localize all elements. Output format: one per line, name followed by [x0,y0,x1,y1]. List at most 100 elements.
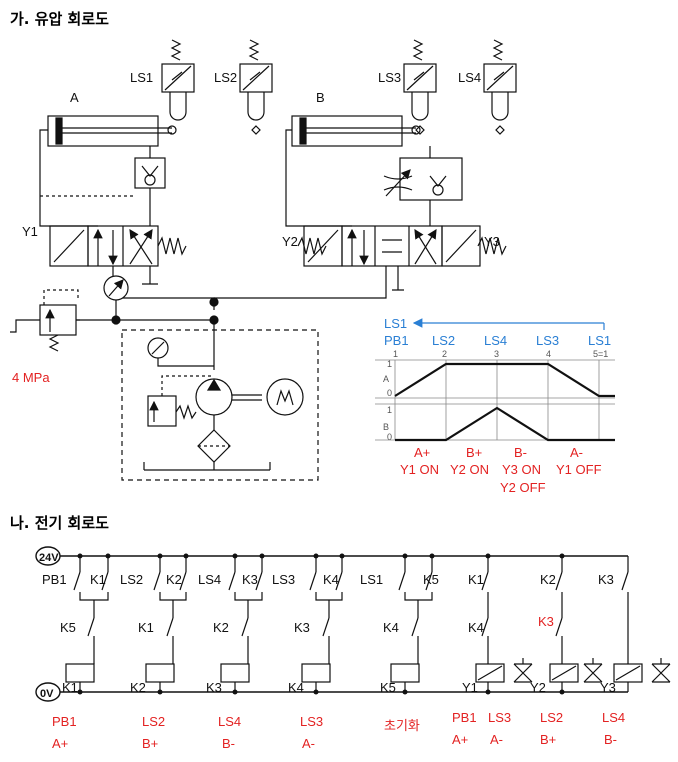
step-number-4: 4 [546,349,551,359]
pressure-gauge-1 [103,275,129,301]
limit-switch-ls4 [483,39,517,135]
timing-diagram: LS1 PB1 LS2 LS4 LS3 LS1 1 2 3 4 5=1 A B … [375,316,615,495]
timing-return-label: LS1 [384,316,407,331]
series-contact-k5: K5 [60,620,76,635]
step-note-4-b: Y1 OFF [556,462,602,477]
output-contact-k4: K4 [468,620,484,635]
note-7-b: A- [490,732,503,747]
input-ls4: LS4 [198,572,221,587]
step-note-3-c: Y2 OFF [500,480,546,495]
row-b-zero: 0 [387,432,392,442]
timing-top-label-3: LS4 [484,333,507,348]
step-note-1-a: A+ [414,445,430,460]
series-contact-k1: K1 [138,620,154,635]
input-ls2: LS2 [120,572,143,587]
hold-contact-k3: K3 [242,572,258,587]
hold-contact-k4: K4 [323,572,339,587]
limit-switch-ls2 [239,39,273,135]
y2-label: Y2 [282,234,298,249]
input-pb1: PB1 [42,572,67,587]
timing-top-label-5: LS1 [588,333,611,348]
output-contact-k3-note: K3 [538,614,554,629]
note-6-b: A+ [452,732,468,747]
note-9-a: LS4 [602,710,625,725]
step-note-3-b: Y3 ON [502,462,541,477]
note-1-a: PB1 [52,714,77,729]
cylinder-a [47,115,177,147]
hold-contact-k1: K1 [90,572,106,587]
note-6-a: PB1 [452,710,477,725]
solenoid-y2: Y2 [530,680,546,695]
rail-0v-label: 0V [40,688,54,700]
rail-24v-label: 24V [39,552,59,564]
output-contact-k3: K3 [598,572,614,587]
note-3-a: LS4 [218,714,241,729]
relief-valve [10,289,80,352]
hydraulic-lines [39,129,431,370]
hold-contact-k2: K2 [166,572,182,587]
step-note-3-a: B- [514,445,527,460]
electric-section-title: 나. 전기 회로도 [10,514,109,532]
input-ls3: LS3 [272,572,295,587]
solenoid-y3: Y3 [600,680,616,695]
limit-switch-ls3 [403,39,437,135]
valve-y2-y3 [297,225,507,267]
coil-k5: K5 [380,680,396,695]
cylinder-a-motion-line [394,362,615,398]
timing-top-label-4: LS3 [536,333,559,348]
relay-rungs [73,556,629,692]
note-2-a: LS2 [142,714,165,729]
row-a-label: A [383,374,389,384]
note-8-b: B+ [540,732,556,747]
timing-top-label-2: LS2 [432,333,455,348]
step-note-4-a: A- [570,445,583,460]
row-b-one: 1 [387,405,392,415]
step-note-1-b: Y1 ON [400,462,439,477]
hydraulic-section-title: 가. 유압 회로도 [10,10,109,28]
timing-grid [375,359,615,441]
y1-label: Y1 [22,224,38,239]
hold-contact-k5: K5 [423,572,439,587]
timing-top-label-1: PB1 [384,333,409,348]
series-contact-k3: K3 [294,620,310,635]
coil-k3: K3 [206,680,222,695]
check-valve-a [134,157,166,189]
row-a-one: 1 [387,359,392,369]
step-number-1: 1 [393,349,398,359]
input-ls1: LS1 [360,572,383,587]
step-number-5: 5=1 [593,349,608,359]
limit-switch-ls1 [161,39,195,121]
note-4-b: A- [302,736,315,751]
valve-y1 [49,225,187,267]
note-7-a: LS3 [488,710,511,725]
row-a-zero: 0 [387,388,392,398]
rail-0v-badge: 0V [35,682,61,702]
cylinder-b-motion-line [395,406,615,442]
relay-coils [65,663,420,683]
note-5-a: 초기화 [384,718,420,733]
solenoid-y1: Y1 [462,680,478,695]
step-number-2: 2 [442,349,447,359]
step-number-3: 3 [494,349,499,359]
note-1-b: A+ [52,736,68,751]
series-contact-k2: K2 [213,620,229,635]
coil-k1: K1 [62,680,78,695]
ls3-label: LS3 [378,70,401,85]
note-2-b: B+ [142,736,158,751]
row-b-label: B [383,422,389,432]
cylinder-b [291,115,421,147]
power-unit [121,329,319,481]
ls4-label: LS4 [458,70,481,85]
solenoid-coils [475,658,671,683]
note-4-a: LS3 [300,714,323,729]
step-note-2-b: Y2 ON [450,462,489,477]
ls1-label: LS1 [130,70,153,85]
coil-k4: K4 [288,680,304,695]
rail-24v-badge: 24V [35,546,61,566]
note-9-b: B- [604,732,617,747]
note-8-a: LS2 [540,710,563,725]
cylinder-b-label: B [316,90,325,105]
series-contact-k4: K4 [383,620,399,635]
output-contact-k1: K1 [468,572,484,587]
